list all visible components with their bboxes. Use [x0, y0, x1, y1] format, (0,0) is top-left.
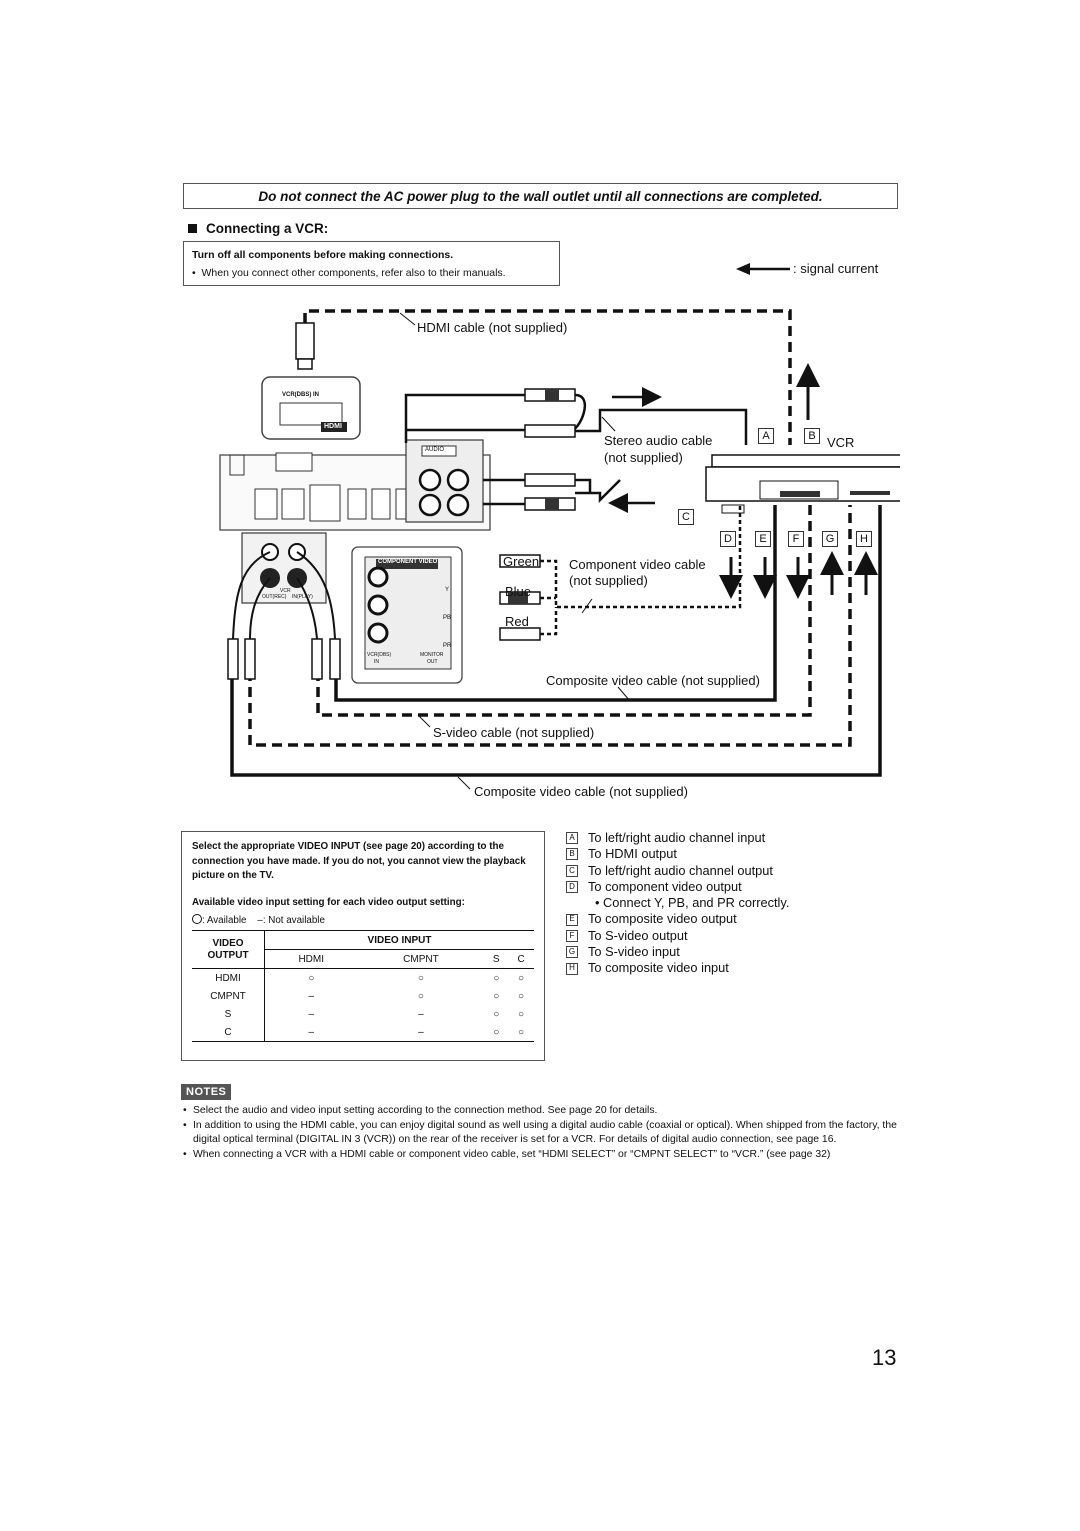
component-cable-label: Component video cable — [569, 557, 706, 572]
square-bullet-icon — [188, 224, 197, 233]
blue-label: Blue — [505, 584, 532, 599]
table-row: HDMI ○○○○ — [192, 968, 534, 987]
green-label: Green — [503, 554, 540, 569]
vcr-label: VCR — [827, 435, 855, 450]
panel-vcr-dbs: VCR(DBS) — [367, 652, 392, 658]
signal-legend: : signal current — [793, 261, 879, 276]
table-col-header: S — [492, 953, 500, 965]
jack-letter-g: G — [822, 531, 838, 547]
table-col-header: C — [517, 953, 525, 965]
table-row: CMPNT –○○○ — [192, 987, 534, 1005]
panel-in-play: IN(PLAY) — [292, 594, 313, 600]
note-item: •When connecting a VCR with a HDMI cable… — [183, 1148, 831, 1160]
composite-cable-label-b: Composite video cable (not supplied) — [474, 784, 688, 799]
diagram-drawing — [219, 309, 900, 790]
panel-pr: PR — [443, 643, 452, 649]
connection-diagram: HDMI cable (not supplied) Stereo audio c… — [200, 295, 900, 805]
panel-out-rec: OUT(REC) — [262, 594, 287, 600]
note-item: •Select the audio and video input settin… — [183, 1105, 658, 1116]
video-input-box: Select the appropriate VIDEO INPUT (see … — [181, 831, 545, 1061]
jack-letter-h: H — [856, 531, 872, 547]
table-row: S ––○○ — [192, 1005, 534, 1023]
section-title: Connecting a VCR: — [188, 221, 328, 236]
legend-subitem: • Connect Y, PB, and PR correctly. — [595, 895, 790, 911]
jack-letter-a: A — [758, 428, 774, 444]
jack-letter-d: D — [720, 531, 736, 547]
page-number: 13 — [872, 1345, 897, 1370]
stereo-cable-label: Stereo audio cable — [604, 433, 713, 448]
panel-pb: PB — [443, 615, 452, 621]
available-circle-icon — [192, 914, 202, 924]
table-row: C ––○○ — [192, 1023, 534, 1042]
panel-vcr: VCR — [280, 588, 291, 594]
availability-key: : Available –: Not available — [192, 914, 325, 926]
composite-cable-label-a: Composite video cable (not supplied) — [546, 673, 760, 688]
panel-hdmi: HDMI — [324, 423, 342, 430]
jack-letter-c: C — [678, 509, 694, 525]
select-instruction: Select the appropriate VIDEO INPUT (see … — [192, 841, 526, 881]
panel-in: IN — [374, 659, 379, 665]
notes-badge: NOTES — [181, 1084, 232, 1100]
panel-y: Y — [445, 587, 450, 593]
available-heading: Available video input setting for each v… — [192, 897, 465, 908]
stereo-cable-note: (not supplied) — [604, 450, 683, 465]
table-col-header: HDMI — [298, 953, 325, 965]
hdmi-cable-label: HDMI cable (not supplied) — [417, 320, 568, 335]
svideo-cable-label: S-video cable (not supplied) — [433, 725, 595, 740]
turnoff-title: Turn off all components before making co… — [192, 249, 454, 261]
table-header-input: VIDEO INPUT — [264, 930, 534, 950]
panel-vcr-dbs-in: VCR(DBS) IN — [282, 392, 319, 398]
jack-letter-b: B — [804, 428, 820, 444]
jack-letter-f: F — [788, 531, 804, 547]
jack-letter-e: E — [755, 531, 771, 547]
panel-component-video: COMPONENT VIDEO — [378, 559, 438, 565]
warning-banner: Do not connect the AC power plug to the … — [183, 183, 898, 209]
red-label: Red — [505, 614, 529, 629]
panel-audio: AUDIO — [425, 447, 445, 453]
panel-out: OUT — [427, 659, 438, 665]
turnoff-box: Turn off all components before making co… — [183, 241, 560, 286]
table-col-header: CMPNT — [403, 953, 439, 965]
section-title-text: Connecting a VCR: — [206, 221, 329, 236]
panel-monitor: MONITOR — [420, 652, 444, 658]
signal-arrow-icon — [736, 263, 790, 275]
turnoff-bullet: • When you connect other components, ref… — [192, 267, 506, 279]
note-item: •In addition to using the HDMI cable, yo… — [183, 1119, 897, 1146]
component-cable-note: (not supplied) — [569, 573, 648, 588]
notes-list: •Select the audio and video input settin… — [183, 1104, 899, 1162]
